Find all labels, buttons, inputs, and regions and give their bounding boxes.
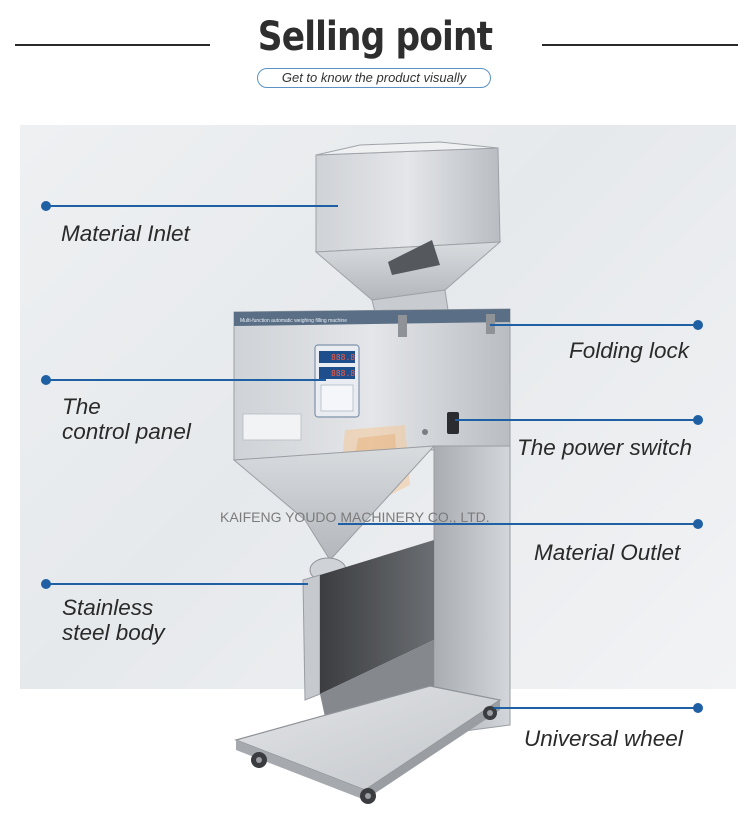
callout-universal-wheel: Universal wheel [524, 726, 683, 751]
header-rule-left [15, 44, 210, 46]
callout-power-switch: The power switch [517, 435, 693, 460]
svg-text:888.8: 888.8 [331, 369, 355, 378]
callout-stainless-body-line2: steel body [62, 620, 165, 645]
callout-dot-material-outlet [693, 519, 703, 529]
callout-line-stainless-body [46, 583, 308, 585]
callout-line-control-panel [46, 379, 326, 381]
callout-control-panel-line2: control panel [62, 419, 191, 444]
subtitle-badge: Get to know the product visually [257, 68, 491, 88]
callout-line-power-switch [455, 419, 698, 421]
callout-dot-universal-wheel [693, 703, 703, 713]
company-watermark: KAIFENG YOUDO MACHINERY CO., LTD. [220, 509, 490, 525]
callout-line-folding-lock [490, 324, 698, 326]
hinge-left [398, 315, 407, 337]
callout-material-inlet: Material Inlet [61, 221, 190, 246]
callout-line-universal-wheel [494, 707, 698, 709]
svg-text:888.8: 888.8 [331, 353, 355, 362]
callout-dot-folding-lock [693, 320, 703, 330]
page-title: Selling point [257, 14, 493, 60]
header-rule-right [542, 44, 738, 46]
callout-control-panel-line1: The [62, 394, 101, 419]
callout-material-outlet: Material Outlet [534, 540, 681, 565]
callout-line-material-inlet [46, 205, 338, 207]
callout-stainless-body-line1: Stainless [62, 595, 154, 620]
label-sticker [242, 413, 302, 441]
svg-text:Multi-function automatic weigh: Multi-function automatic weighing fillin… [240, 318, 347, 324]
power-switch-graphic [447, 412, 459, 434]
universal-wheels [251, 706, 497, 804]
callout-dot-power-switch [693, 415, 703, 425]
callout-folding-lock: Folding lock [569, 338, 690, 363]
hopper [314, 141, 502, 313]
callout-line-material-outlet [338, 523, 698, 525]
